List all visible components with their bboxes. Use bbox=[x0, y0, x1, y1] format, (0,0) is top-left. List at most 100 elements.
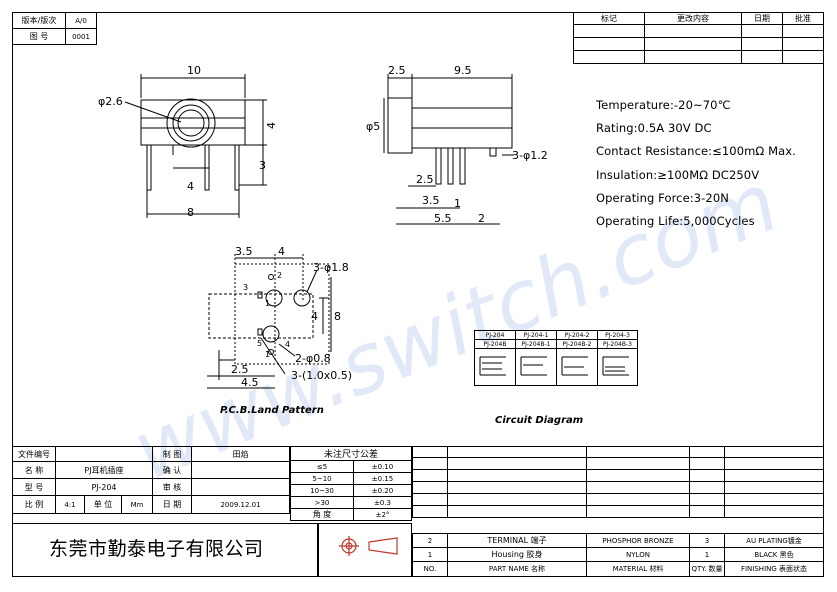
circuit-cell-1 bbox=[474, 348, 516, 386]
blank-grid bbox=[412, 446, 824, 518]
front-dim-pin-span: 4 bbox=[187, 180, 194, 193]
parts-header-material: MATERIAL 材料 bbox=[586, 561, 690, 577]
date-value: 2009.12.01 bbox=[191, 495, 290, 514]
drawing-no-value: 0001 bbox=[65, 28, 97, 45]
front-dim-width-bottom: 8 bbox=[187, 206, 194, 219]
pcb-dim-top-a: 3.5 bbox=[235, 245, 253, 258]
tolerance-value-0: ±0.10 bbox=[353, 460, 412, 473]
pcb-pin-3: 3 bbox=[243, 283, 248, 292]
tolerance-title: 未注尺寸公差 bbox=[290, 446, 412, 461]
pcb-dim-slots: 3-(1.0x0.5) bbox=[291, 369, 352, 382]
name-value: PJ耳机插座 bbox=[55, 461, 153, 479]
pcb-dim-big-holes: 3-φ1.8 bbox=[313, 261, 349, 274]
pcb-pin-1: 1 bbox=[265, 299, 270, 308]
part-2-finish: AU PLATING镀金 bbox=[724, 533, 824, 548]
spec-operating-force: Operating Force:3-20N bbox=[596, 191, 729, 205]
circuit-cell-4 bbox=[597, 348, 638, 386]
parts-header-finish: FINISHING 表面状态 bbox=[724, 561, 824, 577]
front-dim-hole-dia: φ2.6 bbox=[98, 95, 123, 108]
tolerance-value-3: ±0.3 bbox=[353, 496, 412, 509]
side-dim-b: 3.5 bbox=[422, 194, 440, 207]
info-table: 文件编号 制 图 田焰 名 称 PJ耳机插座 确 认 型 号 PJ-204 审 … bbox=[12, 446, 290, 514]
date-label: 日 期 bbox=[152, 495, 192, 514]
parts-table: 2 TERMINAL 端子 PHOSPHOR BRONZE 3 AU PLATI… bbox=[412, 533, 824, 577]
circuit-h1-c: PJ-204-2 bbox=[556, 330, 598, 340]
tolerance-range-2: 10~30 bbox=[290, 484, 354, 497]
scale-label: 比 例 bbox=[12, 495, 56, 514]
pcb-dim-8: 8 bbox=[334, 310, 341, 323]
spec-insulation: Insulation:≥100MΩ DC250V bbox=[596, 168, 760, 182]
parts-header-qty: QTY. 数量 bbox=[689, 561, 725, 577]
circuit-cell-3 bbox=[556, 348, 598, 386]
parts-header-name: PART NAME 名称 bbox=[447, 561, 587, 577]
audit-label: 审 核 bbox=[152, 478, 192, 496]
check-value bbox=[191, 461, 290, 479]
circuit-h2-c: PJ-204B-2 bbox=[556, 339, 598, 349]
front-dim-height-3: 3 bbox=[259, 159, 266, 172]
part-1-qty: 1 bbox=[689, 547, 725, 562]
spec-temperature: Temperature:-20~70℃ bbox=[596, 98, 731, 112]
pcb-dim-small-holes: 2-φ0.8 bbox=[295, 352, 331, 365]
tolerance-range-1: 5~10 bbox=[290, 472, 354, 485]
unit-value: Mm bbox=[121, 495, 153, 514]
spec-rating: Rating:0.5A 30V DC bbox=[596, 121, 712, 135]
side-dim-body: 9.5 bbox=[454, 64, 472, 77]
tolerance-value-2: ±0.20 bbox=[353, 484, 412, 497]
part-1-no: 1 bbox=[412, 547, 448, 562]
circuit-h1-b: PJ-204-1 bbox=[515, 330, 557, 340]
spec-operating-life: Operating Life:5,000Cycles bbox=[596, 214, 755, 228]
company-box bbox=[12, 523, 318, 577]
title-block: 版本/版次 A/0 图 号 0001 bbox=[12, 12, 97, 45]
projection-symbol-icon bbox=[339, 536, 398, 556]
part-1-material: NYLON bbox=[586, 547, 690, 562]
circuit-caption: Circuit Diagram bbox=[495, 415, 584, 426]
side-dim-pin-dia: 3-φ1.2 bbox=[512, 149, 548, 162]
circuit-h2-d: PJ-204B-3 bbox=[597, 339, 638, 349]
side-dim-dia: φ5 bbox=[366, 120, 380, 133]
side-dim-d: 5.5 bbox=[434, 212, 452, 225]
tolerance-range-0: ≤5 bbox=[290, 460, 354, 473]
pcb-land-pattern-drawing: 3.5 4 3-φ1.8 2-φ0.8 3-(1.0x0.5) 4 8 2.5 … bbox=[207, 245, 352, 389]
pcb-dim-2-5: 2.5 bbox=[231, 363, 249, 376]
unit-label: 单 位 bbox=[84, 495, 122, 514]
circuit-h2-a: PJ-204B bbox=[474, 339, 516, 349]
pcb-pin-2: 2 bbox=[277, 271, 282, 280]
part-2-no: 2 bbox=[412, 533, 448, 548]
draw-label: 制 图 bbox=[152, 446, 192, 462]
side-dim-e: 2 bbox=[478, 212, 485, 225]
draw-value: 田焰 bbox=[191, 446, 290, 462]
tolerance-value-4: ±2° bbox=[353, 508, 412, 521]
tolerance-range-4: 角 度 bbox=[290, 508, 354, 521]
pcb-pin-5: 5 bbox=[257, 339, 262, 348]
parts-header-no: NO. bbox=[412, 561, 448, 577]
part-1-name: Housing 胶身 bbox=[447, 547, 587, 562]
revision-table: 标记 更改内容 日期 批准 bbox=[573, 12, 824, 64]
side-dim-front: 2.5 bbox=[388, 64, 406, 77]
pcb-pin-4: 4 bbox=[285, 340, 290, 349]
side-dim-a: 2.5 bbox=[416, 173, 434, 186]
circuit-h1-d: PJ-204-3 bbox=[597, 330, 638, 340]
check-label: 确 认 bbox=[152, 461, 192, 479]
model-value: PJ-204 bbox=[55, 478, 153, 496]
side-dim-c: 1 bbox=[454, 197, 461, 210]
drawing-frame bbox=[12, 12, 824, 577]
pcb-dim-top-b: 4 bbox=[278, 245, 285, 258]
company-name: 东莞市勤泰电子有限公司 bbox=[49, 538, 264, 560]
model-label: 型 号 bbox=[12, 478, 56, 496]
front-view-drawing: 10 φ2.6 4 3 4 8 bbox=[98, 64, 278, 219]
name-label: 名 称 bbox=[12, 461, 56, 479]
part-2-name: TERMINAL 端子 bbox=[447, 533, 587, 548]
side-view-drawing: 2.5 9.5 φ5 3-φ1.2 2.5 3.5 1 5.5 2 bbox=[366, 64, 548, 225]
pcb-dim-1: 1 bbox=[265, 350, 270, 359]
audit-value bbox=[191, 478, 290, 496]
pcb-caption: P.C.B.Land Pattern bbox=[220, 405, 324, 416]
spec-contact-resistance: Contact Resistance:≤100mΩ Max. bbox=[596, 144, 796, 158]
tolerance-table: 未注尺寸公差 ≤5±0.10 5~10±0.15 10~30±0.20 >30±… bbox=[290, 446, 412, 521]
part-2-material: PHOSPHOR BRONZE bbox=[586, 533, 690, 548]
scale-value: 4:1 bbox=[55, 495, 85, 514]
circuit-cell-2 bbox=[515, 348, 557, 386]
projection-box bbox=[318, 523, 412, 577]
tolerance-value-1: ±0.15 bbox=[353, 472, 412, 485]
circuit-h2-b: PJ-204B-1 bbox=[515, 339, 557, 349]
